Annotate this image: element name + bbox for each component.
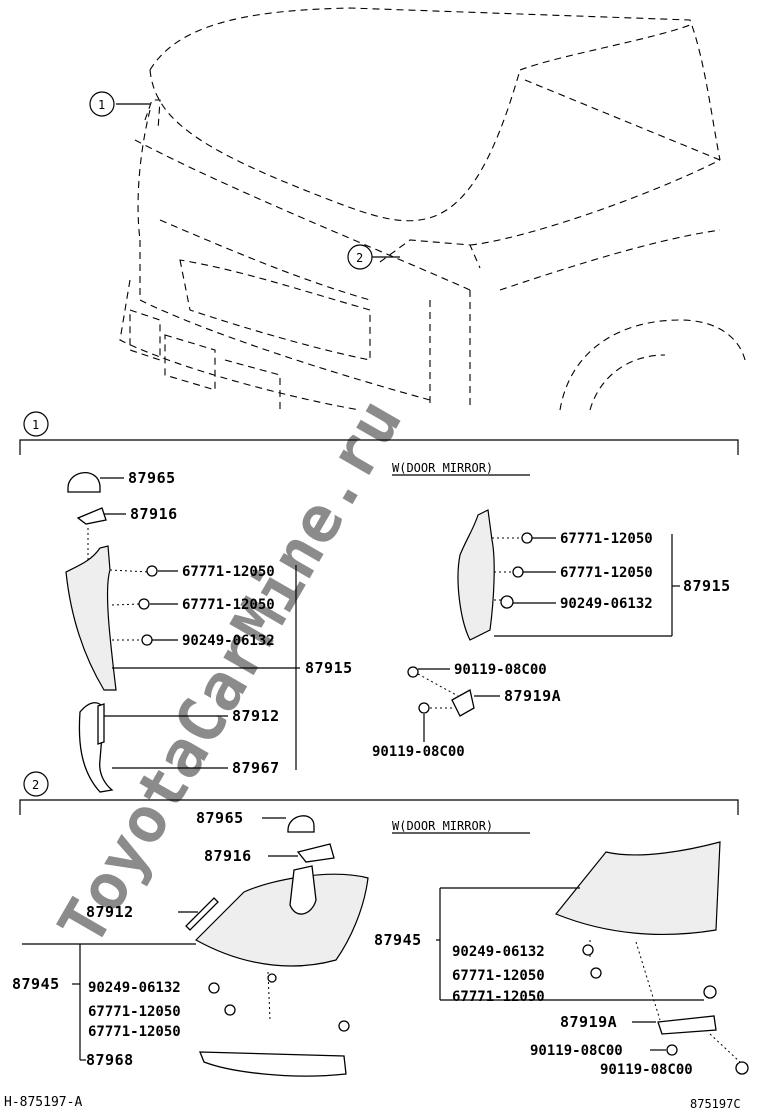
s2-right-parts [555,841,749,1075]
callout-2-top [347,244,373,270]
truck-cab-illustration [119,7,746,411]
s1-right-screw-2: 67771-12050 [560,565,653,581]
s2-right-87919A: 87919A [560,1013,617,1031]
s1-right-leaders [418,534,680,742]
s1-right-screw-1: 67771-12050 [560,531,653,547]
s1-left-leaders [100,477,300,770]
s1-right-parts [407,509,533,717]
s1-left-parts [65,472,158,793]
s1-left-screw-1: 67771-12050 [182,564,275,580]
s2-left-87968: 87968 [86,1051,134,1069]
moulding-87968 [199,1051,347,1077]
s1-right-bolt-1: 90119-08C00 [454,662,547,678]
moulding-87967 [78,702,114,793]
s2-right-bolt-2: 90119-08C00 [600,1062,693,1078]
s2-left-parts [185,815,369,1077]
section-2-note: W(DOOR MIRROR) [392,819,493,833]
bracket-87916-s2 [296,843,335,863]
s2-right-87945: 87945 [374,931,422,949]
seal-87912 [97,703,105,745]
s1-left-87912: 87912 [232,707,280,725]
s2-right-screw-2: 67771-12050 [452,968,545,984]
s1-right-bolt-2: 90119-08C00 [372,744,465,760]
s2-left-87945: 87945 [12,975,60,993]
cover-87945 [195,873,369,967]
s2-left-87912: 87912 [86,903,134,921]
cap-87965-s2 [287,815,315,833]
s2-left-leaders [22,817,298,1061]
s1-right-87919A: 87919A [504,687,561,705]
bracket-87919A-s2 [657,1015,717,1035]
s1-left-87915: 87915 [305,659,353,677]
cover-87915 [65,545,117,691]
s1-left-screw-2: 67771-12050 [182,597,275,613]
s2-left-87965: 87965 [196,809,244,827]
cap-87965 [67,472,101,493]
s2-right-bolt-1: 90119-08C00 [530,1043,623,1059]
footer-left-code: H-875197-A [4,1095,82,1110]
s1-left-87965: 87965 [128,469,176,487]
s2-left-screw-3: 67771-12050 [88,1024,181,1040]
s1-left-screw-3: 90249-06132 [182,633,275,649]
s2-right-screw-1: 90249-06132 [452,944,545,960]
cover-87945-mirror [555,841,721,936]
section-2-marker [23,771,49,797]
callout-1-label: 1 [98,98,105,112]
callout-1-top [89,91,115,117]
section-1-marker [23,411,49,437]
cover-87915-mirror [457,509,495,641]
section-2-marker-label: 2 [32,778,39,792]
s1-left-87916: 87916 [130,505,178,523]
s1-right-screw-3: 90249-06132 [560,596,653,612]
s2-right-leaders [436,887,704,1051]
s2-right-screw-3: 67771-12050 [452,989,545,1005]
section-1-note: W(DOOR MIRROR) [392,461,493,475]
s2-left-screw-2: 67771-12050 [88,1004,181,1020]
seal-87912-s2 [185,897,219,931]
s1-right-87915: 87915 [683,577,731,595]
section-1-bracket [19,439,739,455]
section-1-marker-label: 1 [32,418,39,432]
bracket-87919A [451,689,475,717]
s2-left-87916: 87916 [204,847,252,865]
footer-right-code: 875197C [690,1097,741,1111]
callout-2-label: 2 [356,251,363,265]
section-2-bracket [19,799,739,815]
s2-left-screw-1: 90249-06132 [88,980,181,996]
bracket-87916 [76,507,107,525]
s1-left-87967: 87967 [232,759,280,777]
